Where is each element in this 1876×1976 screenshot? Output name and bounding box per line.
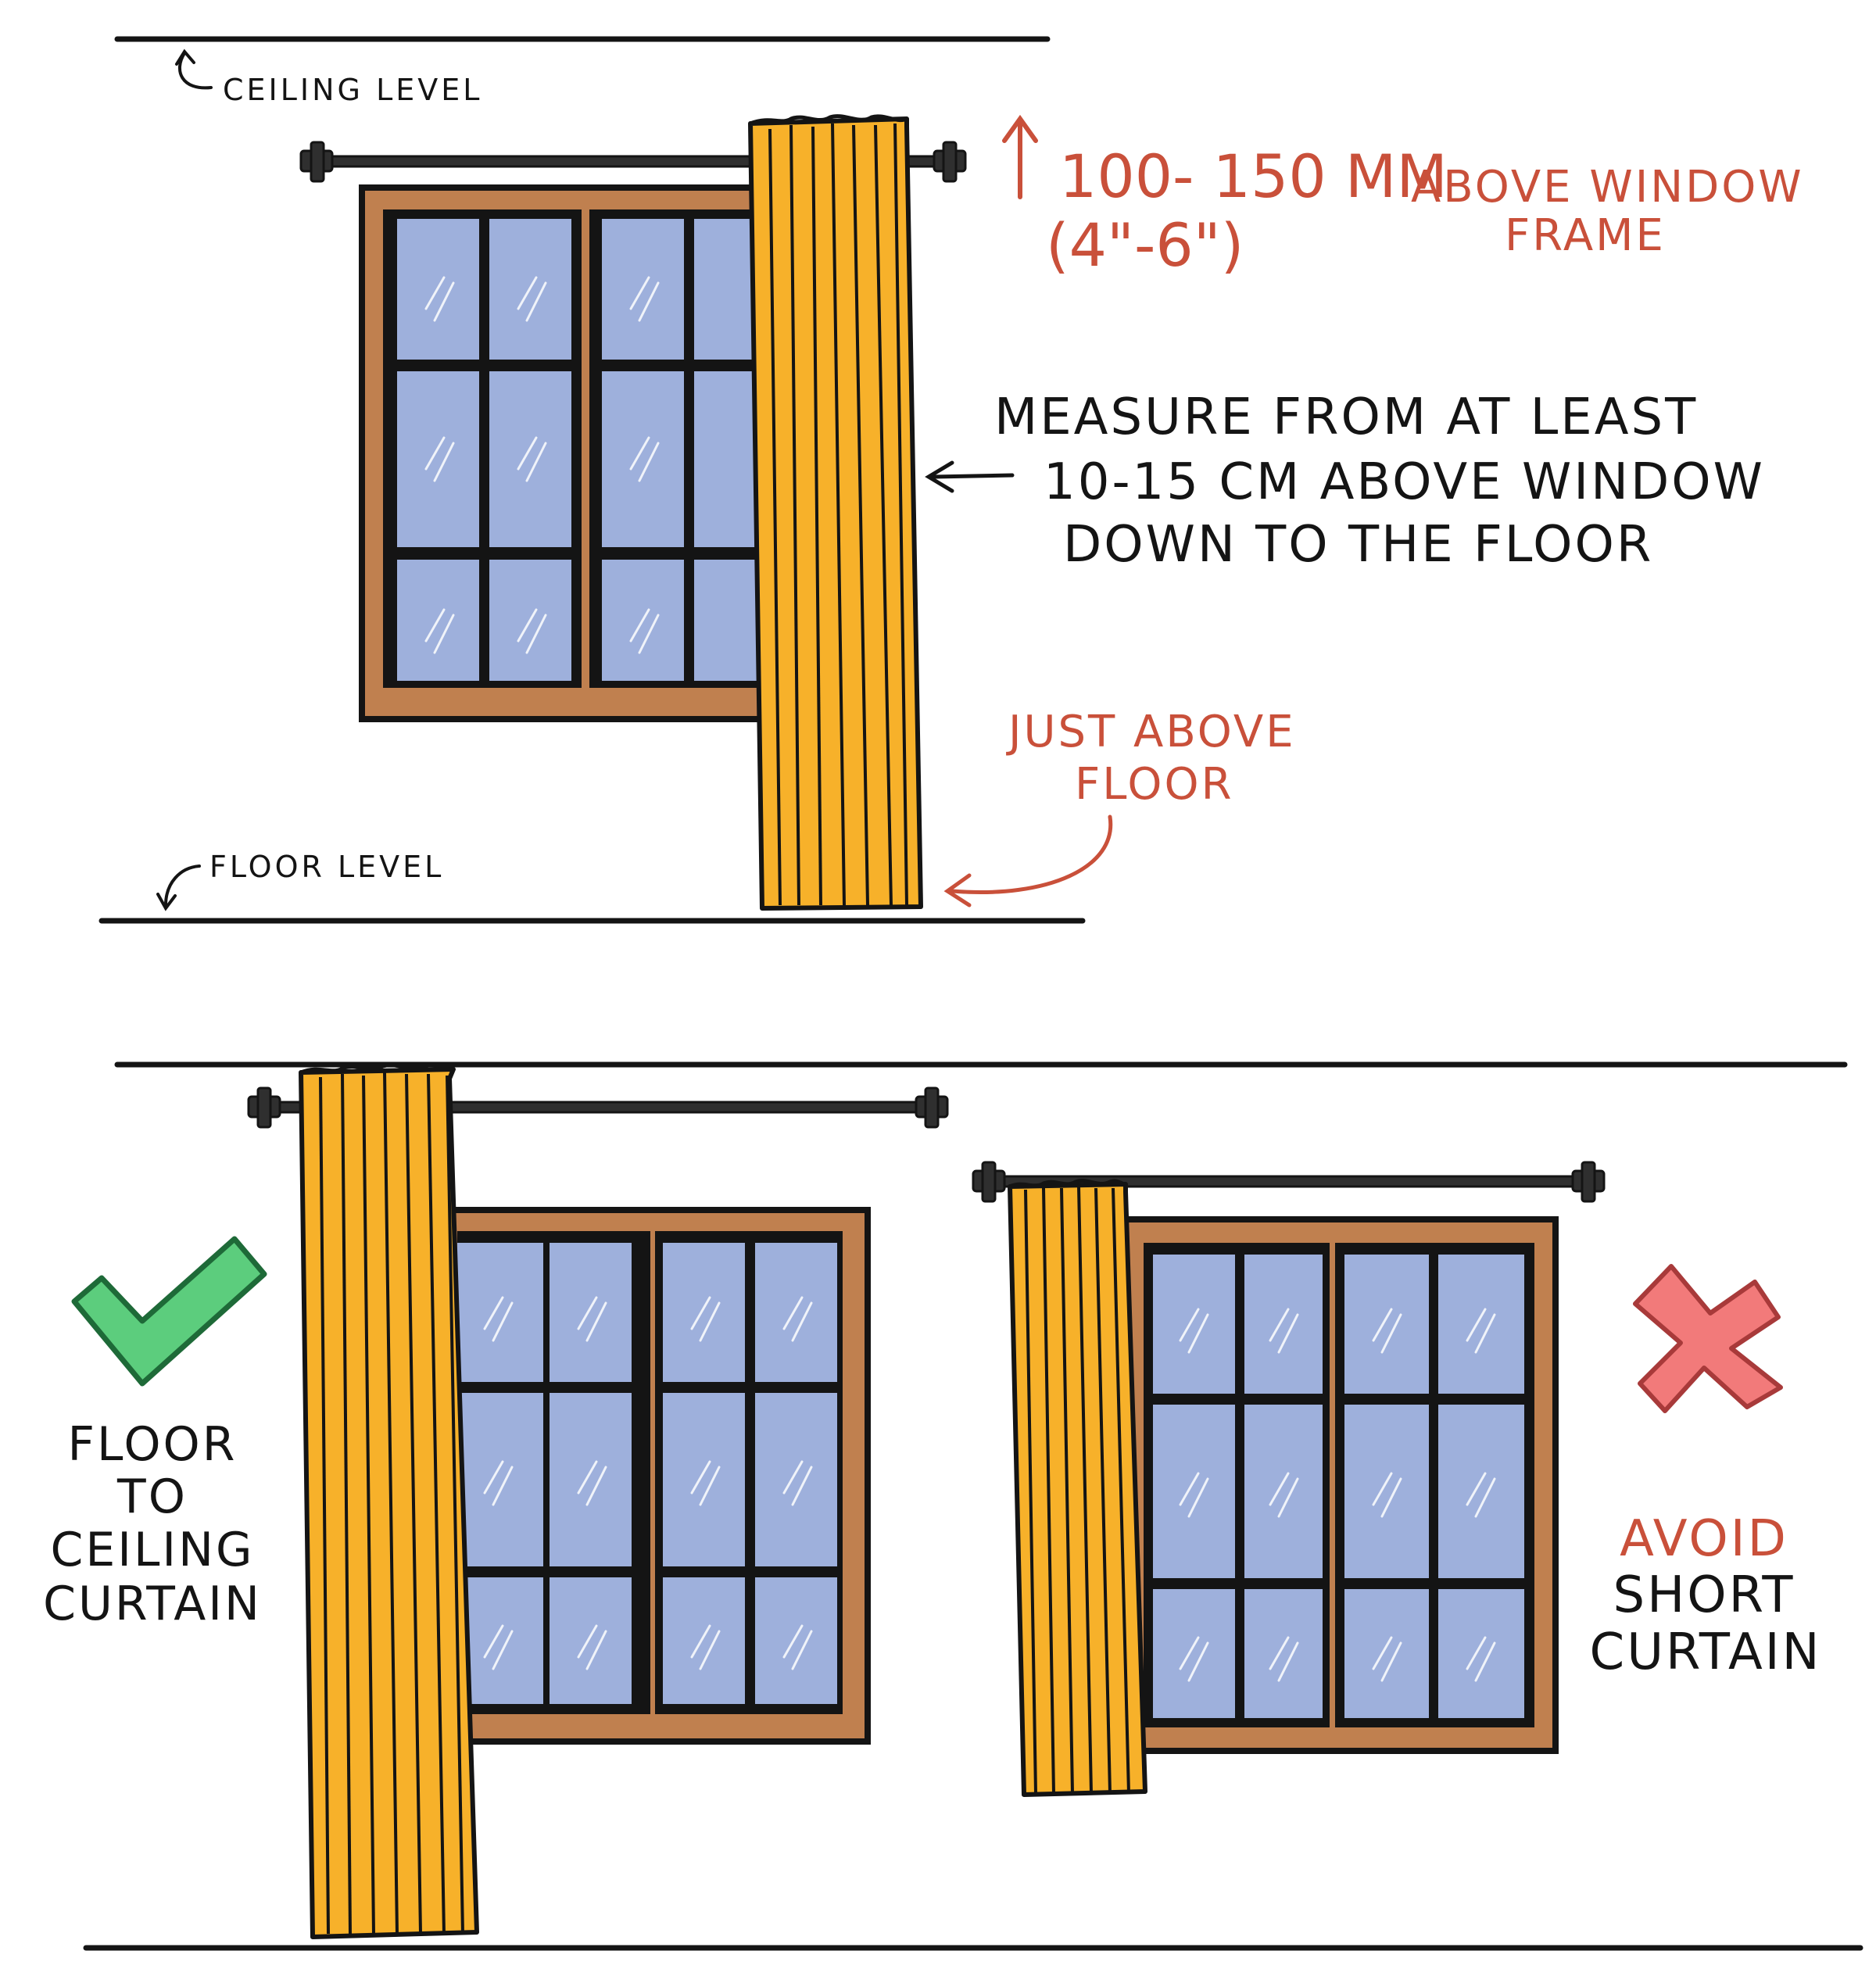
bad-label-line-2: CURTAIN bbox=[1590, 1623, 1822, 1681]
above-window-label: ABOVE WINDOW bbox=[1411, 162, 1804, 213]
floor-pointer-arrowhead bbox=[156, 893, 177, 911]
checkmark-icon bbox=[71, 1236, 267, 1387]
just-above-arrowhead bbox=[943, 873, 972, 907]
curtain-rod-bad bbox=[972, 1161, 1606, 1203]
up-arrowhead bbox=[1002, 114, 1038, 143]
good-label-line-3: CEILING bbox=[51, 1523, 255, 1577]
rod-height-inches: (4"-6") bbox=[1046, 210, 1244, 280]
window-good bbox=[442, 1207, 871, 1745]
bottom-scene: FLOOR TO CEILING CURTAIN bbox=[43, 1061, 1863, 1951]
measure-note-line-1: MEASURE FROM AT LEAST bbox=[994, 388, 1698, 446]
ceiling-pointer-arrowhead bbox=[175, 48, 195, 66]
rod-height-note: 100- 150 mm (4"-6") ABOVE WINDOW FRAME bbox=[1002, 114, 1804, 280]
ceiling-level-label: CEILING LEVEL bbox=[223, 73, 482, 107]
curtain-good bbox=[299, 1062, 479, 1939]
good-label-line-1: FLOOR bbox=[68, 1417, 238, 1472]
measure-note-line-2: 10-15 cm ABOVE WINDOW bbox=[1044, 453, 1765, 511]
avoid-label: AVOID bbox=[1620, 1510, 1788, 1568]
just-above-arrow-icon bbox=[950, 814, 1113, 894]
measure-arrow-icon bbox=[932, 473, 1015, 479]
cross-icon bbox=[1633, 1264, 1783, 1413]
just-above-label: JUST ABOVE bbox=[1006, 707, 1296, 757]
ceiling-pointer-arrow bbox=[177, 52, 213, 90]
floor-pointer-arrow bbox=[164, 864, 201, 907]
just-above-floor-note: JUST ABOVE FLOOR bbox=[943, 707, 1296, 907]
top-scene: CEILING LEVEL FLOOR LEVEL bbox=[98, 36, 1804, 924]
floor-level-label: FLOOR LEVEL bbox=[209, 850, 444, 884]
frame-label: FRAME bbox=[1505, 210, 1666, 261]
window-top bbox=[359, 184, 772, 722]
floor-note-label: FLOOR bbox=[1075, 759, 1233, 810]
window-bad bbox=[1122, 1216, 1559, 1754]
curtain-bad bbox=[1008, 1179, 1147, 1797]
rod-height-mm: 100- 150 mm bbox=[1059, 141, 1448, 211]
good-label-line-4: CURTAIN bbox=[43, 1577, 262, 1631]
measure-note: MEASURE FROM AT LEAST 10-15 cm ABOVE WIN… bbox=[925, 388, 1765, 574]
measure-arrowhead bbox=[925, 460, 954, 493]
measure-note-line-3: DOWN TO THE FLOOR bbox=[1063, 516, 1653, 574]
good-label-line-2: TO bbox=[116, 1469, 188, 1524]
bad-label-line-1: SHORT bbox=[1613, 1566, 1795, 1624]
curtain-top bbox=[748, 114, 923, 911]
